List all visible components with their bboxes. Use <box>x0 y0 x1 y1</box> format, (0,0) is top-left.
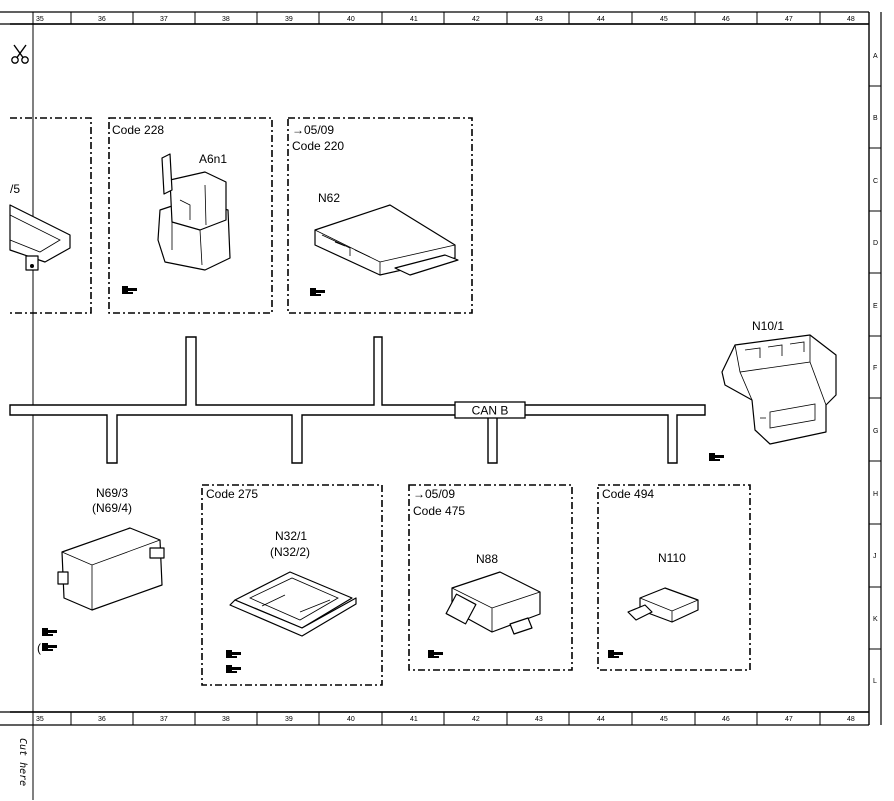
component-n110: Code 494 N110 <box>597 484 751 671</box>
component-label: N62 <box>318 191 340 205</box>
hand-pointer-icon <box>122 286 137 294</box>
col-label: 39 <box>285 16 293 23</box>
col-label: 47 <box>785 716 793 723</box>
row-label: K <box>873 616 878 623</box>
col-label: 42 <box>472 16 480 23</box>
row-label: B <box>873 115 878 122</box>
partial-module-left: /5 <box>9 117 92 314</box>
col-label: 45 <box>660 16 668 23</box>
component-a6n1: Code 228 A6n1 <box>108 117 273 314</box>
col-label: 47 <box>785 16 793 23</box>
col-label: 38 <box>222 716 230 723</box>
column-ruler-bottom: 35 36 37 38 39 40 41 42 43 44 45 46 47 4… <box>36 712 855 725</box>
col-label: 48 <box>847 16 855 23</box>
col-label: 41 <box>410 16 418 23</box>
component-label: N69/3 <box>96 486 128 500</box>
row-label: E <box>873 303 878 310</box>
component-code: Code 475 <box>413 504 465 518</box>
row-label: D <box>873 240 878 247</box>
component-n69-3: N69/3 (N69/4) ( <box>37 486 165 655</box>
can-bus: CAN B <box>9 336 706 464</box>
col-label: 46 <box>722 16 730 23</box>
component-date: →05/09 <box>413 487 455 501</box>
component-label: A6n1 <box>199 152 227 166</box>
component-n62: →05/09 Code 220 N62 <box>287 117 473 314</box>
row-label: C <box>873 178 878 185</box>
col-label: 39 <box>285 716 293 723</box>
hand-pointer-icon <box>226 665 241 673</box>
scissors-icon <box>11 44 29 64</box>
col-label: 41 <box>410 716 418 723</box>
cut-here-label: Cut here <box>17 738 28 786</box>
component-n10-1: N10/1 <box>709 319 837 461</box>
row-label: A <box>873 53 878 60</box>
row-ruler-right: A B C D E F G H J K L <box>869 53 881 685</box>
row-label: F <box>873 365 877 372</box>
hand-pointer-icon <box>310 288 325 296</box>
row-label: G <box>873 428 878 435</box>
hand-pointer-icon: ( <box>37 641 57 655</box>
component-code: Code 220 <box>292 139 344 153</box>
component-alt-label: (N69/4) <box>92 501 132 515</box>
col-label: 36 <box>98 716 106 723</box>
col-label: 43 <box>535 716 543 723</box>
col-label: 40 <box>347 716 355 723</box>
component-code: Code 275 <box>206 487 258 501</box>
col-label: 37 <box>160 16 168 23</box>
hand-pointer-icon <box>709 453 724 461</box>
hand-pointer-icon <box>226 650 241 658</box>
row-label: L <box>873 678 877 685</box>
component-label: N110 <box>658 551 686 565</box>
col-label: 44 <box>597 716 605 723</box>
can-bus-label: CAN B <box>472 404 509 418</box>
col-label: 45 <box>660 716 668 723</box>
component-alt-label: (N32/2) <box>270 545 310 559</box>
col-label: 42 <box>472 716 480 723</box>
component-n32-1: Code 275 N32/1 (N32/2) <box>201 484 383 686</box>
component-n88: →05/09 Code 475 N88 <box>408 484 573 671</box>
drawing-frame <box>0 11 882 800</box>
hand-pointer-icon <box>42 628 57 636</box>
col-label: 40 <box>347 16 355 23</box>
column-ruler-top: 35 36 37 38 39 40 41 42 43 44 45 46 47 4… <box>36 12 855 24</box>
col-label: 44 <box>597 16 605 23</box>
hand-pointer-icon <box>428 650 443 658</box>
component-code: Code 494 <box>602 487 654 501</box>
col-label: 36 <box>98 16 106 23</box>
col-label: 46 <box>722 716 730 723</box>
hand-pointer-icon <box>608 650 623 658</box>
col-label: 37 <box>160 716 168 723</box>
col-label: 43 <box>535 16 543 23</box>
row-label: J <box>873 553 877 560</box>
component-date: →05/09 <box>292 123 334 137</box>
col-label: 35 <box>36 716 44 723</box>
row-label: H <box>873 491 878 498</box>
component-code: Code 228 <box>112 123 164 137</box>
svg-text:(: ( <box>37 641 41 655</box>
component-label: /5 <box>10 182 20 196</box>
col-label: 38 <box>222 16 230 23</box>
component-label: N32/1 <box>275 529 307 543</box>
col-label: 35 <box>36 16 44 23</box>
col-label: 48 <box>847 716 855 723</box>
can-bus-label-box <box>454 401 526 419</box>
component-label: N10/1 <box>752 319 784 333</box>
component-label: N88 <box>476 552 498 566</box>
